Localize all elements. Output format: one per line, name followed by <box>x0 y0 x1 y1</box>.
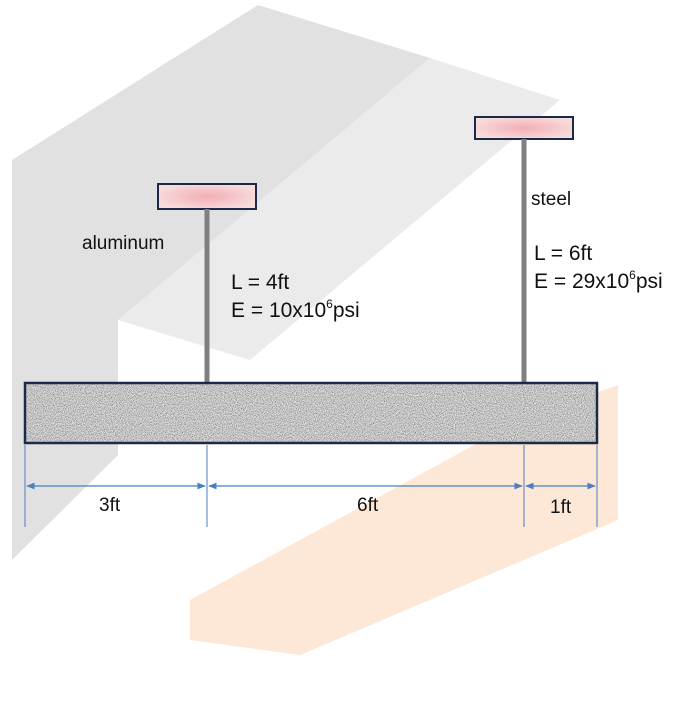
aluminum-label: aluminum <box>82 233 165 254</box>
steel-length-value: 6ft <box>568 242 593 265</box>
aluminum-modulus-prefix: E = <box>231 299 269 322</box>
watermark-orange-shape <box>190 385 618 655</box>
aluminum-modulus-label: E = 10x106psi <box>231 297 360 322</box>
dimension-label-middle: 6ft <box>357 495 379 516</box>
steel-modulus-base: 29x10 <box>571 270 630 293</box>
dimension-label-right: 1ft <box>550 497 572 518</box>
aluminum-length-value: 4ft <box>265 271 290 294</box>
dimension-label-left: 3ft <box>99 495 121 516</box>
rigid-beam <box>23 381 599 445</box>
watermark-logo <box>12 5 618 655</box>
steel-modulus-prefix: E = <box>534 270 572 293</box>
aluminum-modulus-unit: psi <box>332 299 360 322</box>
aluminum-length-prefix: L = <box>231 271 266 294</box>
aluminum-modulus-exponent: 6 <box>326 297 333 311</box>
steel-modulus-exponent: 6 <box>629 268 636 282</box>
watermark-gray-band <box>118 58 560 360</box>
steel-support-plate <box>474 116 574 140</box>
steel-modulus-unit: psi <box>635 270 663 293</box>
steel-length-prefix: L = <box>534 242 569 265</box>
aluminum-modulus-base: 10x10 <box>268 299 327 322</box>
steel-length-label: L = 6ft <box>534 243 592 264</box>
steel-modulus-label: E = 29x106psi <box>534 268 663 293</box>
steel-label: steel <box>531 189 572 210</box>
aluminum-support-plate <box>157 183 257 210</box>
aluminum-length-label: L = 4ft <box>231 272 289 293</box>
dimension-extension-lines <box>24 445 598 527</box>
